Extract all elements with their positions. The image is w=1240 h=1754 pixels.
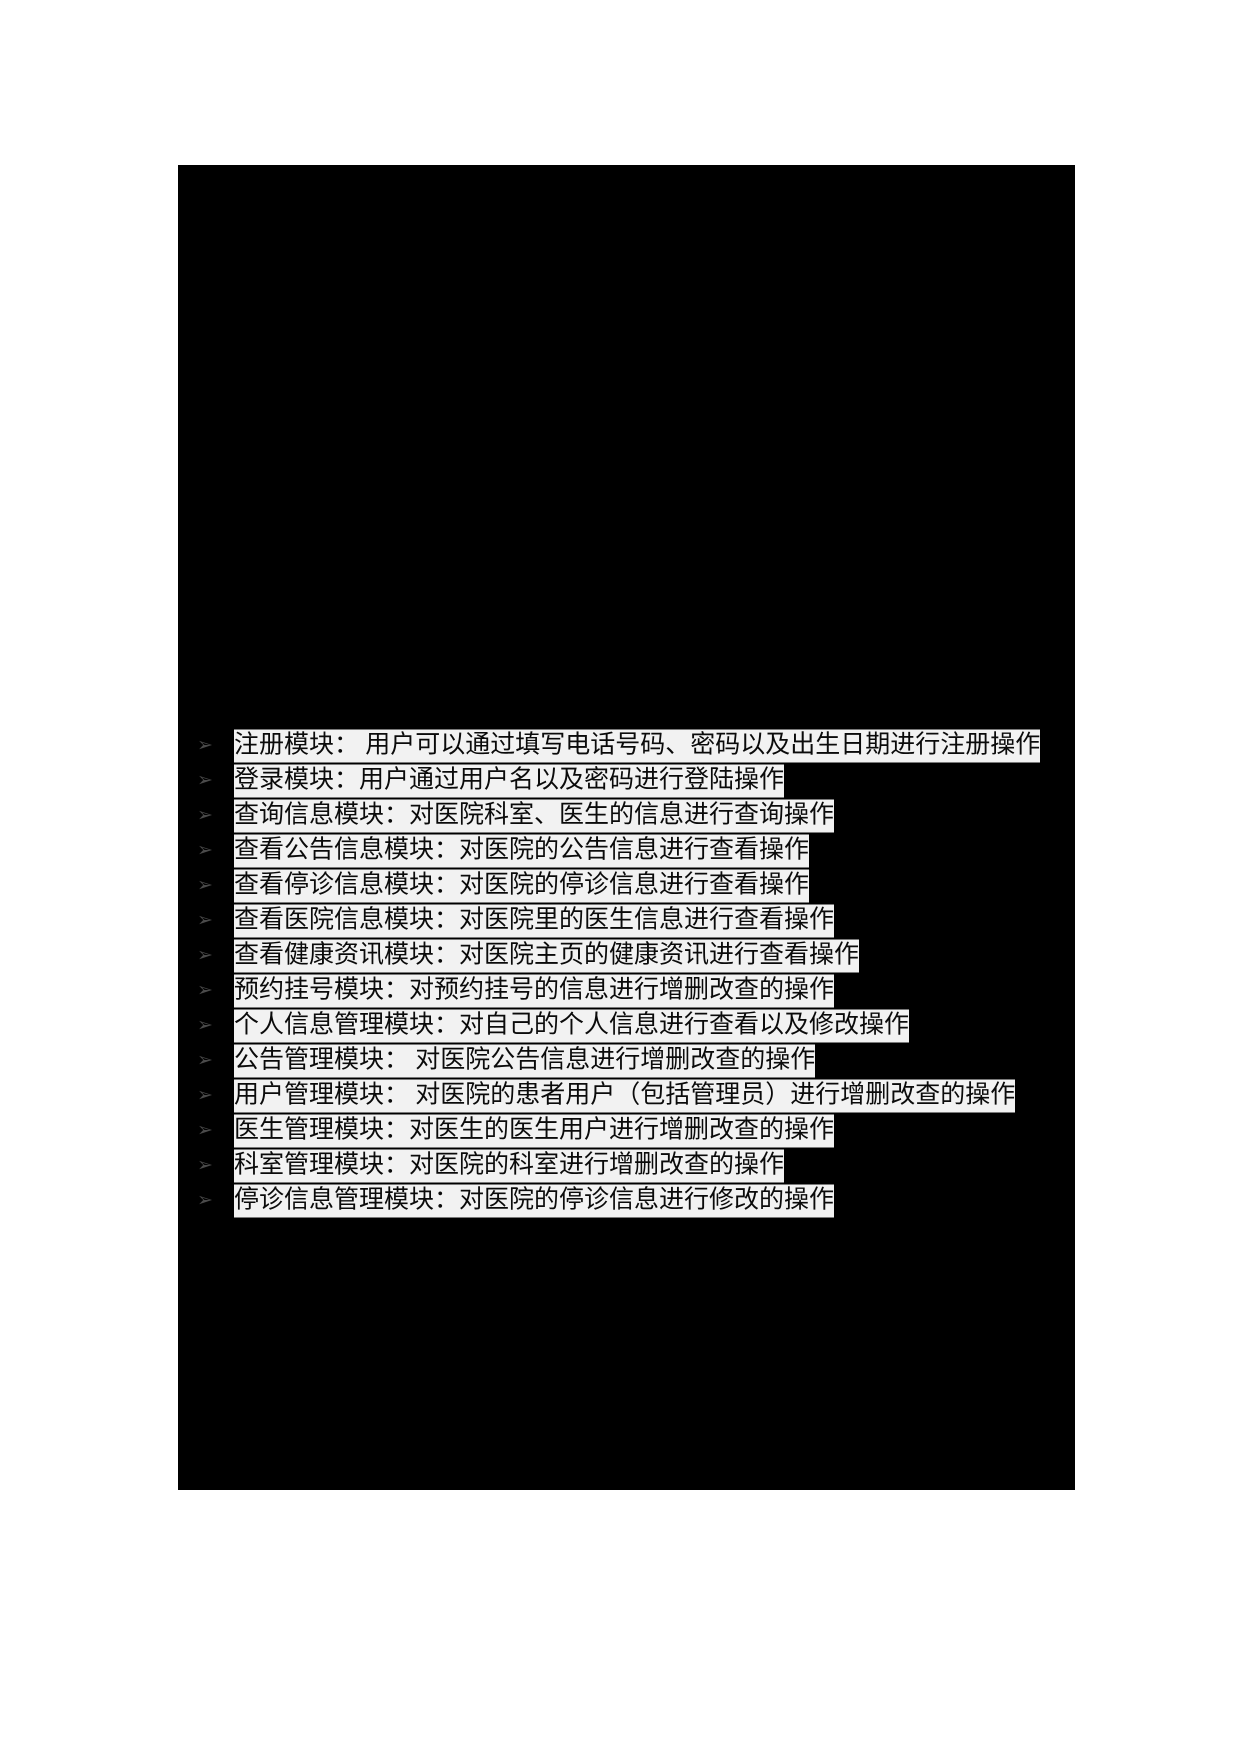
- list-item-label: 登录模块：用户通过用户名以及密码进行登陆操作: [234, 764, 785, 797]
- arrow-bullet-icon: ➢: [197, 734, 213, 756]
- list-item: ➢ 查看医院信息模块：对医院里的医生信息进行查看操作: [178, 903, 1075, 938]
- list-item-label: 查看公告信息模块：对医院的公告信息进行查看操作: [234, 834, 810, 867]
- list-item: ➢ 预约挂号模块：对预约挂号的信息进行增删改查的操作: [178, 973, 1075, 1008]
- list-item: ➢ 查询信息模块：对医院科室、医生的信息进行查询操作: [178, 798, 1075, 833]
- arrow-bullet-icon: ➢: [197, 909, 213, 931]
- list-item: ➢ 公告管理模块： 对医院公告信息进行增删改查的操作: [178, 1043, 1075, 1078]
- list-item-label: 注册模块： 用户可以通过填写电话号码、密码以及出生日期进行注册操作: [234, 729, 1041, 762]
- arrow-bullet-icon: ➢: [197, 769, 213, 791]
- list-item-label: 查看医院信息模块：对医院里的医生信息进行查看操作: [234, 904, 835, 937]
- arrow-bullet-icon: ➢: [197, 1119, 213, 1141]
- arrow-bullet-icon: ➢: [197, 1049, 213, 1071]
- arrow-bullet-icon: ➢: [197, 1189, 213, 1211]
- list-item: ➢ 查看健康资讯模块：对医院主页的健康资讯进行查看操作: [178, 938, 1075, 973]
- list-item-label: 用户管理模块： 对医院的患者用户（包括管理员）进行增删改查的操作: [234, 1079, 1016, 1112]
- list-item-label: 个人信息管理模块：对自己的个人信息进行查看以及修改操作: [234, 1009, 910, 1042]
- list-item-label: 查看健康资讯模块：对医院主页的健康资讯进行查看操作: [234, 939, 860, 972]
- list-item: ➢ 医生管理模块：对医生的医生用户进行增删改查的操作: [178, 1113, 1075, 1148]
- list-item-label: 医生管理模块：对医生的医生用户进行增删改查的操作: [234, 1114, 835, 1147]
- list-item-label: 查询信息模块：对医院科室、医生的信息进行查询操作: [234, 799, 835, 832]
- page-blank-upper-area: [178, 165, 1075, 730]
- list-item: ➢ 用户管理模块： 对医院的患者用户（包括管理员）进行增删改查的操作: [178, 1078, 1075, 1113]
- arrow-bullet-icon: ➢: [197, 839, 213, 861]
- list-item: ➢ 注册模块： 用户可以通过填写电话号码、密码以及出生日期进行注册操作: [178, 728, 1075, 763]
- list-item: ➢ 查看公告信息模块：对医院的公告信息进行查看操作: [178, 833, 1075, 868]
- list-item-label: 停诊信息管理模块：对医院的停诊信息进行修改的操作: [234, 1184, 835, 1217]
- arrow-bullet-icon: ➢: [197, 944, 213, 966]
- list-item: ➢ 科室管理模块：对医院的科室进行增删改查的操作: [178, 1148, 1075, 1183]
- list-item-label: 预约挂号模块：对预约挂号的信息进行增删改查的操作: [234, 974, 835, 1007]
- list-item: ➢ 查看停诊信息模块：对医院的停诊信息进行查看操作: [178, 868, 1075, 903]
- list-item-label: 科室管理模块：对医院的科室进行增删改查的操作: [234, 1149, 785, 1182]
- module-requirement-list: ➢ 注册模块： 用户可以通过填写电话号码、密码以及出生日期进行注册操作 ➢ 登录…: [178, 728, 1075, 1218]
- list-item-label: 公告管理模块： 对医院公告信息进行增删改查的操作: [234, 1044, 816, 1077]
- arrow-bullet-icon: ➢: [197, 1084, 213, 1106]
- list-item: ➢ 登录模块：用户通过用户名以及密码进行登陆操作: [178, 763, 1075, 798]
- list-item: ➢ 停诊信息管理模块：对医院的停诊信息进行修改的操作: [178, 1183, 1075, 1218]
- list-item: ➢ 个人信息管理模块：对自己的个人信息进行查看以及修改操作: [178, 1008, 1075, 1043]
- document-page: ➢ 注册模块： 用户可以通过填写电话号码、密码以及出生日期进行注册操作 ➢ 登录…: [178, 165, 1075, 1490]
- arrow-bullet-icon: ➢: [197, 874, 213, 896]
- list-item-label: 查看停诊信息模块：对医院的停诊信息进行查看操作: [234, 869, 810, 902]
- arrow-bullet-icon: ➢: [197, 1014, 213, 1036]
- arrow-bullet-icon: ➢: [197, 804, 213, 826]
- arrow-bullet-icon: ➢: [197, 979, 213, 1001]
- arrow-bullet-icon: ➢: [197, 1154, 213, 1176]
